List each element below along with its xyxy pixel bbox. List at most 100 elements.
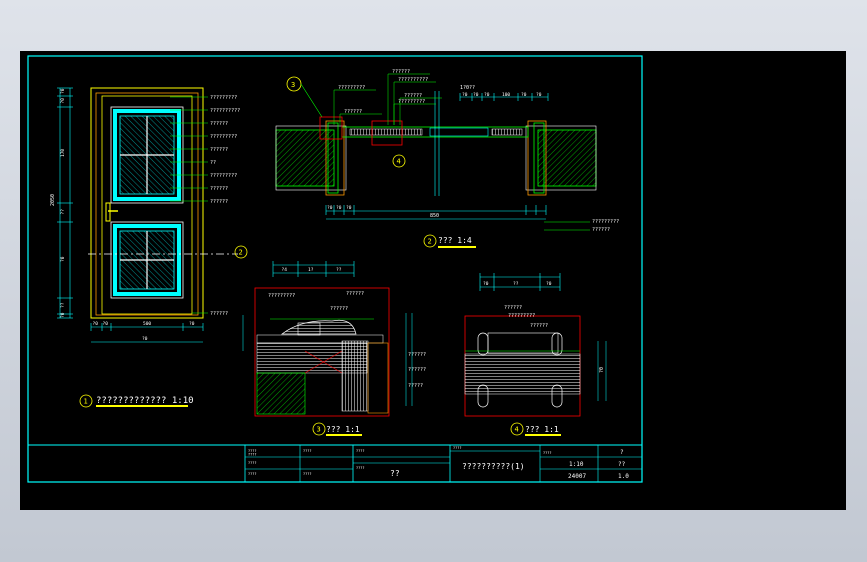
wall-left-finish [275, 125, 347, 191]
door-leader-label: ?????? [210, 147, 228, 153]
title-block-sheet: ? [620, 449, 624, 456]
title-block-small-label: ???? [356, 449, 364, 453]
detail-3-callout-number: 3 [291, 81, 295, 89]
detail-3-title-number: 3 [317, 426, 321, 434]
title-block-drawing-no: 24007 [568, 473, 586, 480]
detail-4: ?0???0 ????????????????????? ?0 4 ??? 1:… [464, 273, 607, 436]
detail-4-label: ????????? [508, 313, 535, 319]
plan-bottom-dims: ?0?0?0 [325, 205, 547, 215]
detail-3-boundary [254, 287, 390, 417]
left-dim-label: ?? [60, 209, 66, 215]
title-block-small-label: ???? [453, 446, 461, 450]
detail-4-top-dims: ?0?? ?0 [479, 273, 561, 291]
detail-4-title: ??? 1:1 [525, 425, 559, 434]
detail-4-callout-number: 4 [397, 158, 401, 166]
left-dim-label: ?0 [60, 88, 66, 94]
detail-3-dim-label: ?? [336, 267, 342, 273]
plan-right-label: ?????? [592, 227, 610, 233]
detail-3-label: ?????? [346, 291, 364, 297]
detail-3-dim-label: 1? [308, 267, 314, 273]
detail-3-label: ?????? [408, 352, 426, 358]
plan-bottom-dim-label: ?0 [336, 205, 342, 211]
door-leader-label: ????????? [210, 95, 237, 101]
title-block-scale: 1:10 [569, 461, 584, 468]
door-leader-label: ????????? [210, 173, 237, 179]
plan-top-dim-label: ?0 [484, 92, 490, 98]
lower-panel-moulding [113, 224, 181, 296]
detail-3-label: ????? [408, 383, 423, 389]
detail-3-dim-label: ?4 [282, 267, 288, 273]
door-leader-label: ?????? [210, 311, 228, 317]
door-bottom-dim-total: ?0 [142, 336, 148, 342]
door-bottom-dim-label: 500 [143, 321, 151, 327]
detail-3-labels: ?????????????????????????????????????? [268, 291, 426, 389]
left-dim-label: ?0 [60, 98, 66, 104]
plan-top-label: ????????? [398, 99, 425, 105]
plan-top-label: ????????? [338, 85, 365, 91]
door-bottom-dim-label: ?0 [93, 321, 99, 327]
detail-4-label: ?????? [530, 323, 548, 329]
door-frame-outer [90, 87, 204, 319]
plan-title-marker [423, 234, 437, 248]
title-block-version: 1.0 [618, 473, 629, 480]
title-block-small-label: ???? [248, 461, 256, 465]
title-block-small-label: ???? [303, 472, 311, 476]
elevation-title-number: 1 [84, 398, 88, 406]
wall-right-hatch [537, 129, 597, 187]
plan-title-number: 2 [428, 238, 432, 246]
plan-top-label: ?????????? [398, 77, 428, 83]
title-block-small-label: ???? [248, 449, 256, 453]
door-leader-label: ?????? [210, 121, 228, 127]
detail-3-label: ?????? [330, 306, 348, 312]
section-callout-marker [234, 245, 248, 259]
lower-panel-outer [110, 221, 184, 299]
door-leader-label: ?? [210, 160, 216, 166]
plan-right-label: ????????? [592, 219, 619, 225]
door-bottom-dim-label: ?0 [103, 321, 109, 327]
detail-box-4 [371, 120, 403, 146]
plan-section: 3 4 ????????????????????????????????????… [275, 69, 619, 248]
detail-4-dim-label: ?0 [546, 281, 552, 287]
left-dim-label: ?0 [60, 256, 66, 262]
detail-3-label: ????????? [268, 293, 295, 299]
left-dim-ticks [57, 87, 73, 319]
door-leaf [101, 95, 193, 315]
title-block-center-text: ?? [390, 469, 400, 478]
detail-3: ?4 1??? ?????????????????????????????????… [242, 261, 426, 436]
plan-top-labels: ????????????????????????????????????????… [333, 69, 442, 125]
section-callout-number: 2 [239, 249, 243, 257]
plan-bottom-dim-label: ?0 [327, 205, 333, 211]
detail-4-dim-label: ?0 [483, 281, 489, 287]
dim-overall-height: 2050 [50, 194, 56, 206]
detail-3-title: ??? 1:1 [326, 425, 360, 434]
plan-bottom-dim-label: ?0 [346, 205, 352, 211]
title-block-small-label: ???? [543, 451, 551, 455]
upper-panel-outer [110, 106, 184, 204]
left-dim-label: 170 [60, 149, 66, 157]
title-block-drawing-name: ??????????(1) [462, 462, 525, 471]
moulding-profile [280, 319, 357, 335]
title-block-small-labels: ???????????????????????????????????????? [248, 446, 551, 476]
plan-top-label: ?????? [404, 93, 422, 99]
door-elevation: 2050 ?0 ?0 500 ?0 ?0 ???????????????????????… [50, 87, 248, 408]
door-leader-label: ????????? [210, 134, 237, 140]
plan-title: ??? 1:4 [438, 236, 472, 245]
plan-top-dim-label: ?0 [473, 92, 479, 98]
detail-4-label: ?????? [504, 305, 522, 311]
door-leader-label: ?????? [210, 186, 228, 192]
sheet-border [27, 55, 643, 483]
wall-left-hatch [275, 129, 335, 187]
plan-top-label: ?????? [344, 109, 362, 115]
door-leader-label: ?????? [210, 199, 228, 205]
detail-4-dim-label: ?? [513, 281, 519, 287]
detail-3-top-dims: ?4 1??? [272, 261, 355, 277]
door-frame-inner [95, 92, 199, 316]
door-handle [105, 202, 111, 222]
door-leader-labels: ????????????????????????????????????????… [170, 95, 240, 317]
detail-4-dim-right: ?0 [599, 367, 605, 373]
detail-4-labels: ????????????????????? [504, 305, 548, 329]
